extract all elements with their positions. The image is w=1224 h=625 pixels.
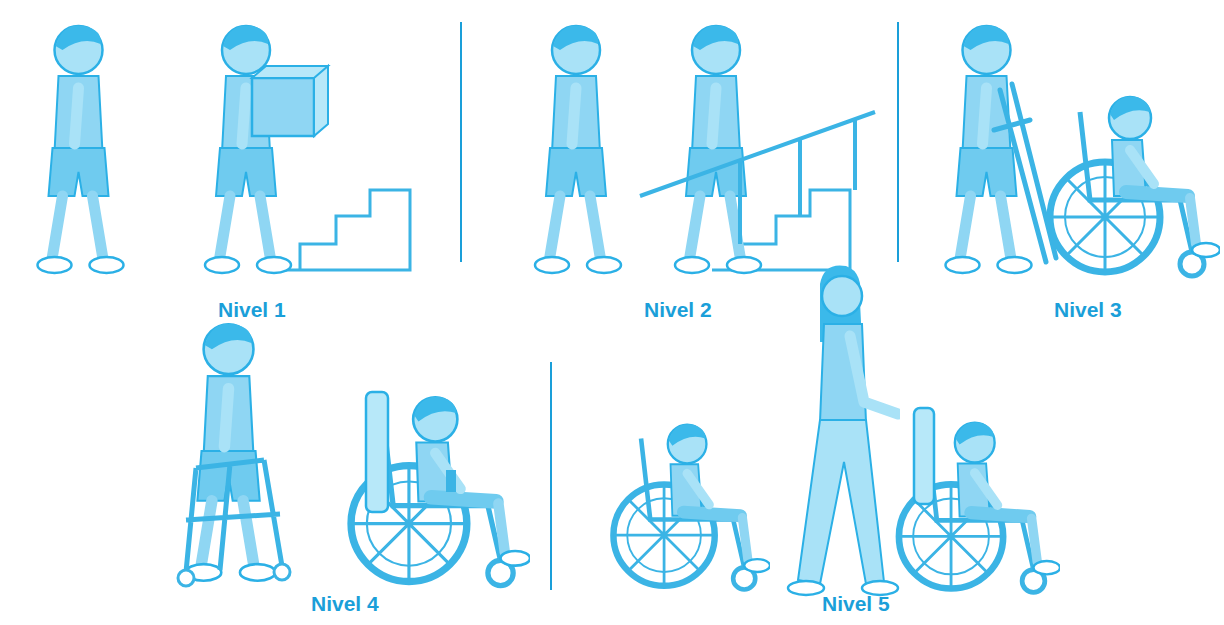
level-label: Nivel 1: [218, 298, 286, 322]
divider: [897, 22, 899, 262]
child-climbing: [205, 25, 291, 273]
level-label: Nivel 4: [311, 592, 379, 616]
divider: [460, 22, 462, 262]
handrail: [640, 112, 875, 244]
manual-wheelchair: [1050, 97, 1220, 276]
level-4-art: [178, 324, 530, 586]
level-3-art: [946, 25, 1221, 276]
walker-wheel: [274, 564, 290, 580]
walker-wheel: [178, 570, 194, 586]
level-label: Nivel 5: [822, 592, 890, 616]
walking-child: [535, 25, 621, 273]
walker-frame: [186, 460, 282, 572]
level-label: Nivel 2: [644, 298, 712, 322]
joystick: [446, 470, 456, 492]
level-2-art: [535, 25, 875, 273]
divider: [550, 362, 552, 590]
child-with-rail: [675, 25, 761, 273]
running-child: [38, 25, 124, 273]
headrest-back: [366, 392, 388, 512]
crutches: [994, 84, 1056, 262]
level-5-art: [613, 265, 1060, 595]
carried-box: [252, 78, 314, 136]
caregiver: [788, 265, 898, 595]
box-side: [252, 66, 328, 136]
headrest-back: [914, 408, 934, 504]
child-with-walker: [186, 324, 275, 581]
stairs: [272, 190, 410, 270]
level-label: Nivel 3: [1054, 298, 1122, 322]
level-1-art: [38, 25, 411, 273]
child-with-crutches: [946, 25, 1032, 273]
wheelchair-slumped: [613, 424, 770, 589]
